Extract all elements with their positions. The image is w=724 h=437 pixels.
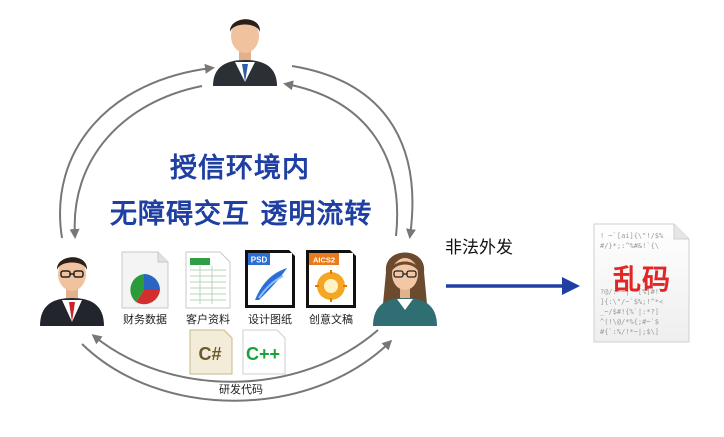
aics-badge: AICS2 <box>313 256 335 265</box>
arrow-left-to-top-outer <box>59 63 215 239</box>
csharp-badge: C# <box>198 344 221 364</box>
leak-label: 非法外发 <box>445 238 513 258</box>
garbled-noise: ! ~`[ai]{\"!/$% #/}*;:^%#&!`{\ ?@/:*~|^`… <box>600 232 664 336</box>
svg-text:! ~`[ai]{\"!/$%: ! ~`[ai]{\"!/$% <box>600 232 664 240</box>
csharp-file-icon: C# <box>189 329 233 375</box>
aics-file-icon: AICS2 <box>306 250 356 308</box>
arrow-right-to-left-inner <box>91 329 379 383</box>
svg-text:]{:\"/~`$%;!^*<: ]{:\"/~`$%;!^*< <box>600 298 663 306</box>
file-label-design: 设计图纸 <box>248 313 292 326</box>
finance-chart-icon <box>121 251 169 309</box>
svg-text:?@/:*~|^`[%]#!: ?@/:*~|^`[%]#! <box>600 288 659 296</box>
psd-badge: PSD <box>251 256 268 265</box>
spreadsheet-icon <box>185 251 231 309</box>
file-label-code: 研发代码 <box>219 383 263 396</box>
svg-text:#/}*;:^%#&!`{\: #/}*;:^%#&!`{\ <box>600 242 659 250</box>
file-label-customer: 客户资料 <box>186 313 230 326</box>
person-left <box>40 257 104 326</box>
garbled-document-icon: ! ~`[ai]{\"!/$% #/}*;:^%#&!`{\ ?@/:*~|^`… <box>593 223 690 343</box>
arrow-right-to-top-inner <box>283 80 399 237</box>
svg-text:^(!\@/*%{;#~`$: ^(!\@/*%{;#~`$ <box>600 318 659 326</box>
garbled-text: 乱码 <box>612 263 671 296</box>
headline-line1: 授信环境内 <box>170 153 310 184</box>
person-top <box>213 19 277 86</box>
file-label-creative: 创意文稿 <box>309 313 353 326</box>
svg-text:_~/$#!{%`|:*?]: _~/$#!{%`|:*?] <box>600 308 659 316</box>
cycle-arrows <box>59 63 416 402</box>
person-right <box>373 252 437 326</box>
psd-file-icon: PSD <box>245 250 295 308</box>
arrow-top-to-right-outer <box>291 65 416 239</box>
cpp-badge: C++ <box>246 344 280 364</box>
headline-line2: 无障碍交互 透明流转 <box>110 199 373 230</box>
svg-text:#{`:%/!*~|;$\]: #{`:%/!*~|;$\] <box>600 328 659 336</box>
cpp-file-icon: C++ <box>242 329 286 375</box>
arrow-left-to-right-outer <box>81 339 393 402</box>
arrow-top-to-left-inner <box>69 85 203 239</box>
file-label-finance: 财务数据 <box>123 313 167 326</box>
